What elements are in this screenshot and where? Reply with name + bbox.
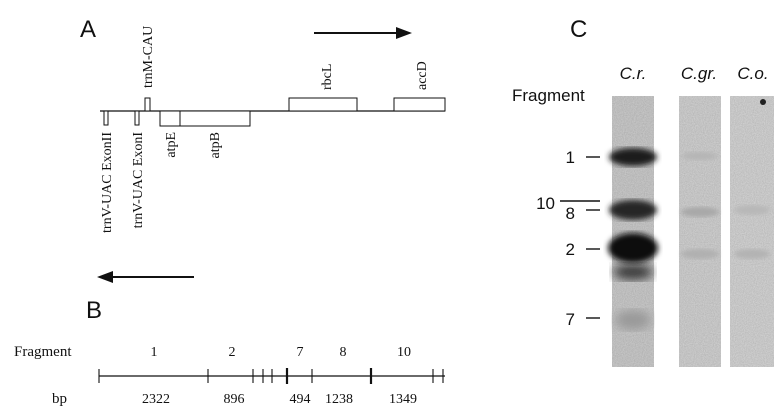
- lane-label-cr: C.r.: [620, 64, 647, 83]
- gene-box-trnv-exon1: [134, 110, 140, 126]
- fragment-bp: 896: [224, 392, 245, 407]
- band-marker: 7: [566, 310, 600, 329]
- panel-a: A trnM-CAU rbcL accD trnV-UAC ExonII trn…: [80, 16, 446, 283]
- gene-box-rbcl: [288, 97, 358, 112]
- fragment-number: 10: [397, 345, 411, 360]
- gene-label-rbcl: rbcL: [320, 64, 335, 90]
- gene-label-atpb: atpB: [208, 132, 223, 158]
- gene-box-trnv-exon2: [103, 110, 109, 126]
- arrow-left-icon: [97, 271, 194, 283]
- band-marker: 2: [566, 240, 600, 259]
- panel-c-letter: C: [570, 16, 587, 43]
- fragment-number: 8: [340, 345, 347, 360]
- fragment-number: 7: [297, 345, 304, 360]
- gene-label-trnv-exon1: trnV-UAC ExonI: [131, 132, 146, 229]
- blot-fragment-header: Fragment: [512, 86, 585, 105]
- gene-box-atpe: [159, 110, 181, 127]
- panel-a-letter: A: [80, 16, 96, 43]
- arrow-right-icon: [314, 27, 412, 39]
- fragment-bp: 494: [290, 392, 311, 407]
- band-marker-label: 8: [566, 204, 575, 223]
- bp-row-label: bp: [52, 391, 67, 407]
- fragment-number: 2: [229, 345, 236, 360]
- band-marker-label: 1: [566, 148, 575, 167]
- restriction-site-ticks: [98, 368, 444, 384]
- gene-label-trnv-exon2: trnV-UAC ExonII: [100, 132, 115, 233]
- gene-label-atpe: atpE: [164, 132, 179, 158]
- blot-lane-co: [730, 96, 774, 367]
- gene-box-accd: [393, 97, 446, 112]
- band-marker-label: 2: [566, 240, 575, 259]
- band-marker: 10: [536, 194, 600, 213]
- band-marker: 8: [566, 204, 600, 223]
- blot-lane-cgr: [679, 96, 721, 367]
- panel-c: C C.r. C.gr. C.o. Fragment: [512, 16, 774, 367]
- panel-b-letter: B: [86, 297, 102, 324]
- gene-label-trnm-cau: trnM-CAU: [141, 26, 156, 88]
- panel-b: B Fragment bp 1 2 7 8 10 2322 896 494 12…: [14, 297, 445, 407]
- lane-label-co: C.o.: [737, 64, 768, 83]
- fragment-row-label: Fragment: [14, 344, 72, 360]
- fragment-bp: 1238: [325, 392, 353, 407]
- band-marker-label: 7: [566, 310, 575, 329]
- band-marker-label: 10: [536, 194, 555, 213]
- gene-box-atpb: [179, 110, 251, 127]
- gene-label-accd: accD: [415, 61, 430, 90]
- fragment-number: 1: [151, 345, 158, 360]
- fragment-bp: 2322: [142, 392, 170, 407]
- band-marker: 1: [566, 148, 600, 167]
- blot-lane-cr: [608, 96, 658, 367]
- fragment-bp: 1349: [389, 392, 417, 407]
- gene-box-trnm: [144, 97, 151, 112]
- lane-label-cgr: C.gr.: [681, 64, 717, 83]
